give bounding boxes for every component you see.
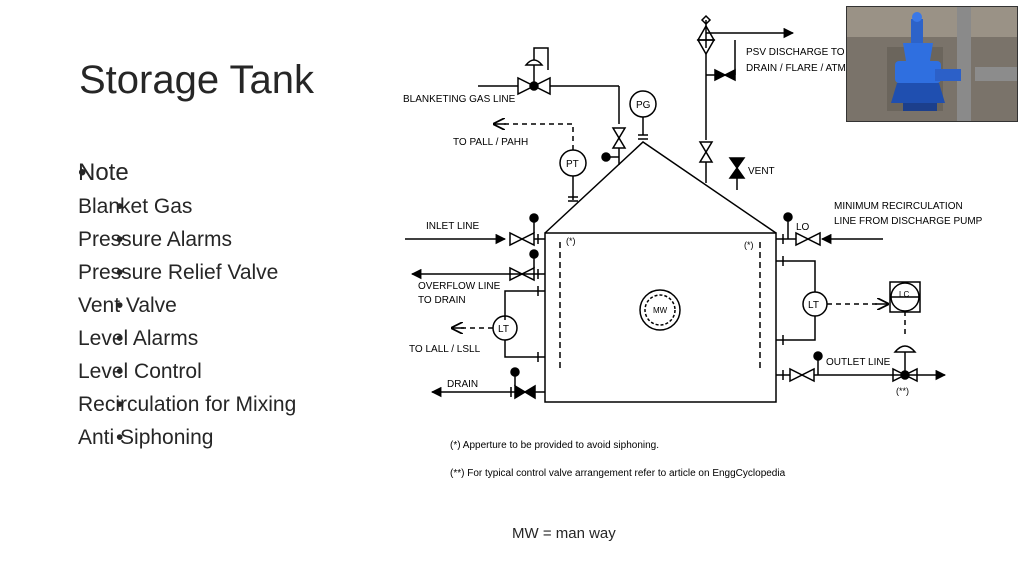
sub-bullet-list: Blanket Gas Pressure Alarms Pressure Rel… [78, 190, 296, 454]
label-blanketing-gas: BLANKETING GAS LINE [403, 94, 516, 105]
label-vent: VENT [748, 166, 775, 177]
sub-bullet-item: Blanket Gas [78, 190, 296, 223]
tank-roof [544, 141, 777, 234]
bullet-note: Note [78, 156, 296, 190]
sub-bullet-item: Level Control [78, 355, 296, 388]
manway-outer [639, 289, 681, 331]
sub-bullet-item: Level Alarms [78, 322, 296, 355]
label-to-lall: TO LALL / LSLL [409, 344, 481, 355]
psv-photo [846, 6, 1018, 122]
label-aperture-left: (*) [566, 236, 576, 246]
tank-body [544, 232, 777, 403]
psv-photo-image [847, 7, 1017, 121]
footer-note: MW = man way [512, 525, 616, 542]
sub-bullet-item: Pressure Alarms [78, 223, 296, 256]
label-lt-right: LT [808, 300, 819, 311]
label-lo: LO [796, 222, 810, 233]
sub-bullet-item: Pressure Relief Valve [78, 256, 296, 289]
bullet-list: Note Blanket Gas Pressure Alarms Pressur… [78, 156, 296, 454]
note-control-valve: (**) For typical control valve arrangeme… [450, 468, 786, 479]
note-aperture: (*) Apperture to be provided to avoid si… [450, 440, 659, 451]
label-drain: DRAIN [447, 379, 478, 390]
label-inlet-line: INLET LINE [426, 221, 479, 232]
sub-bullet-item: Recirculation for Mixing [78, 388, 296, 421]
label-aperture-right: (*) [744, 240, 754, 250]
sub-bullet-item: Vent Valve [78, 289, 296, 322]
label-overflow-1: OVERFLOW LINE [418, 281, 501, 292]
label-pt: PT [566, 159, 579, 170]
label-pg: PG [636, 100, 651, 111]
label-double-mark: (**) [896, 386, 909, 396]
label-mw: MW [653, 306, 668, 315]
label-min-recirc-1: MINIMUM RECIRCULATION [834, 201, 963, 212]
sub-bullet-item: Anti Siphoning [78, 421, 296, 454]
label-psv-discharge-2: DRAIN / FLARE / ATM [746, 63, 846, 74]
manway-inner [644, 294, 676, 326]
label-outlet-line: OUTLET LINE [826, 357, 891, 368]
label-overflow-2: TO DRAIN [418, 295, 466, 306]
label-to-pall: TO PALL / PAHH [453, 137, 528, 148]
slide-title: Storage Tank [79, 58, 314, 102]
label-lc: LC [899, 290, 909, 299]
label-min-recirc-2: LINE FROM DISCHARGE PUMP [834, 216, 983, 227]
label-psv-discharge-1: PSV DISCHARGE TO [746, 47, 845, 58]
label-lt-left: LT [498, 324, 509, 335]
